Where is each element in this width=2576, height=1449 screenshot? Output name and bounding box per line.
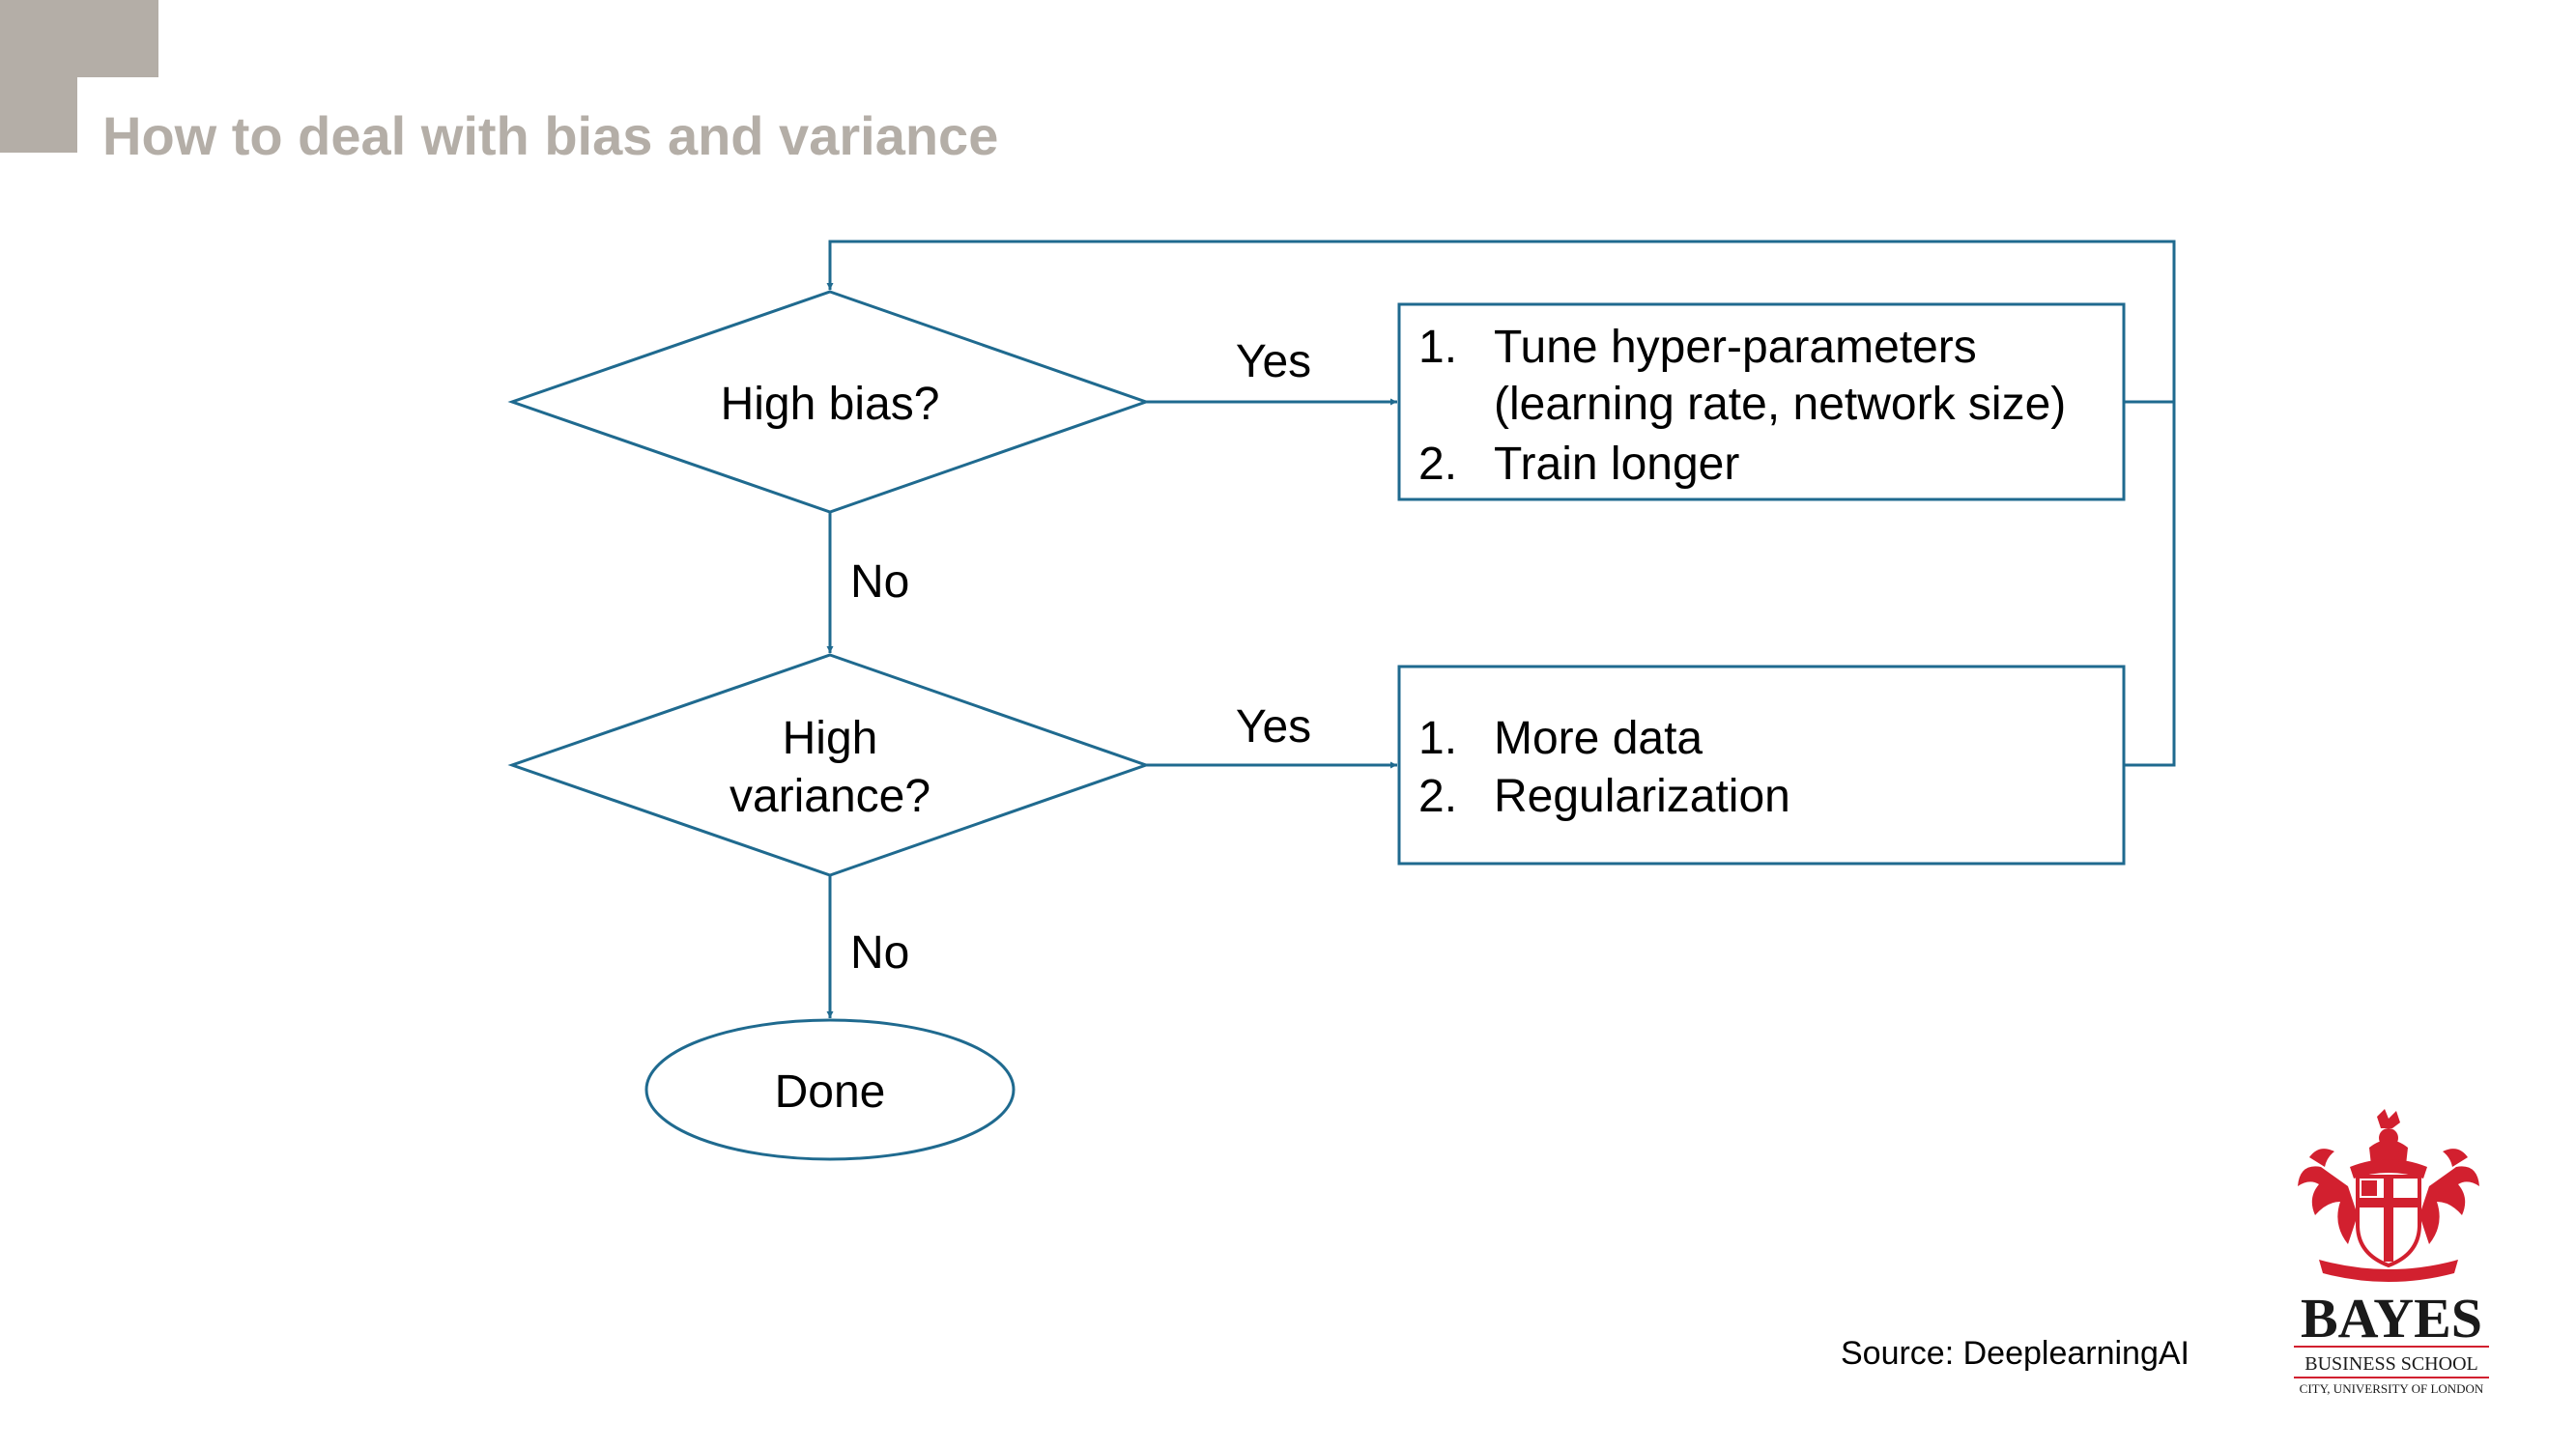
bias-action-1-number: 1. [1418,322,1457,373]
variance-action-2-number: 2. [1418,771,1457,822]
source-note: Source: DeeplearningAI [1840,1335,2190,1372]
logo-name: BAYES [2301,1287,2482,1350]
bias-action-1-line2: (learning rate, network size) [1494,379,2066,430]
variance-action-2-line1: Regularization [1494,771,1790,822]
bayes-logo: BAYES BUSINESS SCHOOL CITY, UNIVERSITY O… [2294,1109,2489,1396]
edge-bias-no-label: No [850,556,909,608]
action-box-variance [1397,665,2126,866]
decision-high-variance-label-line2: variance? [730,771,930,822]
decision-high-bias-label: High bias? [721,379,940,430]
decision-high-variance [507,653,1151,877]
bias-action-2-line1: Train longer [1494,439,1739,490]
variance-action-1-number: 1. [1418,713,1457,764]
bias-action-1-line1: Tune hyper-parameters [1494,322,1977,373]
terminal-done [644,1018,1016,1161]
terminal-done-label: Done [775,1066,886,1118]
logo-line3: CITY, UNIVERSITY OF LONDON [2300,1381,2484,1396]
bias-action-2-number: 2. [1418,439,1457,490]
edge-loop-back [2124,400,2176,767]
edge-variance-yes-label: Yes [1236,701,1311,753]
edge-variance-no-label: No [850,927,909,979]
edge-loop-back-top [826,240,2176,402]
crest-icon [2298,1109,2479,1282]
slide-title: How to deal with bias and variance [102,105,999,166]
decision-high-variance-label-line1: High [783,713,878,764]
variance-action-1-line1: More data [1494,713,1703,764]
corner-decoration-left [0,0,77,153]
logo-line2: BUSINESS SCHOOL [2304,1353,2477,1375]
edge-bias-yes-label: Yes [1236,336,1311,387]
